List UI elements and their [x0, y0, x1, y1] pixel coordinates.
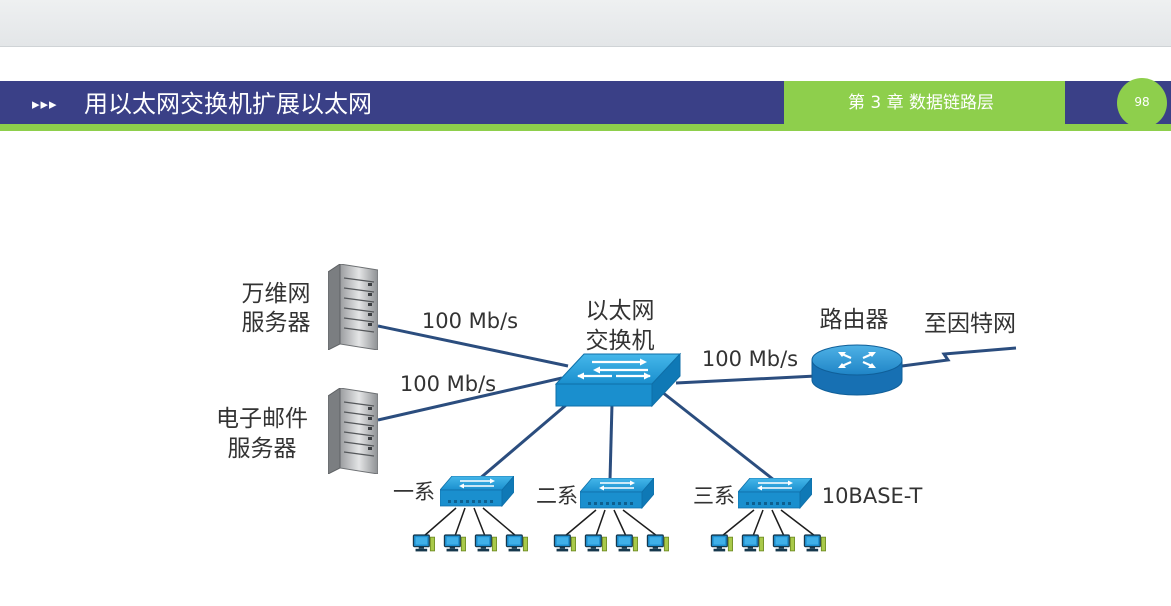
link-mail-speed: 100 Mb/s: [400, 372, 496, 396]
pc-icon: [741, 534, 765, 553]
link-web-server: [377, 324, 569, 368]
router-label: 路由器: [820, 307, 889, 333]
dept2-switch-icon: [580, 478, 654, 509]
slide-header-underline: [0, 124, 1171, 131]
chapter-label: 第 3 章 数据链路层: [848, 93, 995, 113]
pc-icon: [803, 534, 827, 553]
dept3-switch-icon: [738, 478, 812, 509]
pc-icon: [474, 534, 498, 553]
link-web-speed: 100 Mb/s: [422, 309, 518, 333]
link-router-speed: 100 Mb/s: [702, 347, 798, 371]
pc-icon: [553, 534, 577, 553]
dept1-switch-icon: [440, 476, 514, 507]
title-arrows-icon: ▸▸▸: [32, 95, 58, 113]
link-router: [675, 374, 817, 385]
switch-label-1: 以太网: [586, 298, 655, 324]
dept1-label: 一系: [393, 480, 435, 504]
pc-icons: [412, 534, 827, 553]
network-links: [377, 324, 1017, 482]
link-dept3: [661, 390, 775, 482]
pc-drops: [423, 507, 816, 537]
link-dept2: [608, 403, 614, 481]
window-top-strip: [0, 0, 1171, 47]
pc-icon: [412, 534, 436, 553]
pc-icon: [646, 534, 670, 553]
dept3-label: 三系: [693, 484, 735, 508]
web-server-icon: [328, 264, 378, 350]
pc-icon: [505, 534, 529, 553]
pc-icon: [710, 534, 734, 553]
standard-label: 10BASE-T: [822, 484, 923, 508]
page-number: 98: [1134, 95, 1150, 109]
mail-server-icon: [328, 388, 378, 474]
pc-icon: [584, 534, 608, 553]
pc-icon: [443, 534, 467, 553]
internet-label: 至因特网: [924, 311, 1016, 337]
page-number-circle: [1117, 78, 1167, 128]
ethernet-switch-icon: [554, 352, 682, 408]
link-internet: [901, 346, 1017, 368]
pc-icon: [772, 534, 796, 553]
slide-title: 用以太网交换机扩展以太网: [84, 90, 372, 118]
web-server-label-2: 服务器: [242, 310, 311, 336]
mail-server-label-1: 电子邮件: [216, 406, 308, 432]
pc-icon: [615, 534, 639, 553]
chapter-box: [784, 81, 1065, 124]
link-dept1: [477, 398, 573, 482]
web-server-label-1: 万维网: [242, 281, 311, 307]
switch-label-2: 交换机: [586, 328, 655, 354]
link-mail-server: [377, 376, 563, 422]
dept2-label: 二系: [536, 484, 578, 508]
mail-server-label-2: 服务器: [228, 436, 297, 462]
router-icon: [811, 344, 903, 396]
